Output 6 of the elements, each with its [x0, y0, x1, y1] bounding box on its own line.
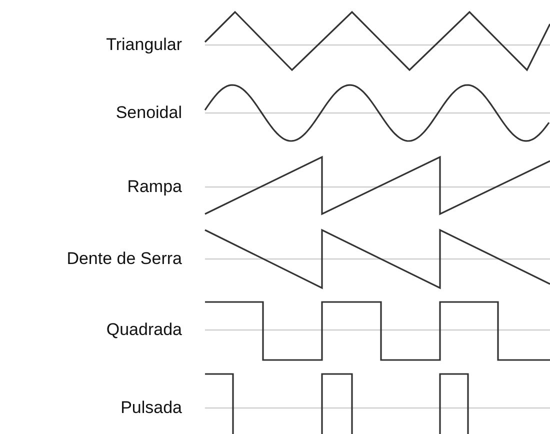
waveform-label: Pulsada	[120, 398, 182, 418]
waveform-label: Dente de Serra	[66, 249, 182, 269]
waveform-label: Triangular	[106, 35, 182, 55]
waveform-label: Senoidal	[116, 103, 182, 123]
waveform-label: Quadrada	[106, 320, 182, 340]
waveform-label: Rampa	[127, 177, 182, 197]
